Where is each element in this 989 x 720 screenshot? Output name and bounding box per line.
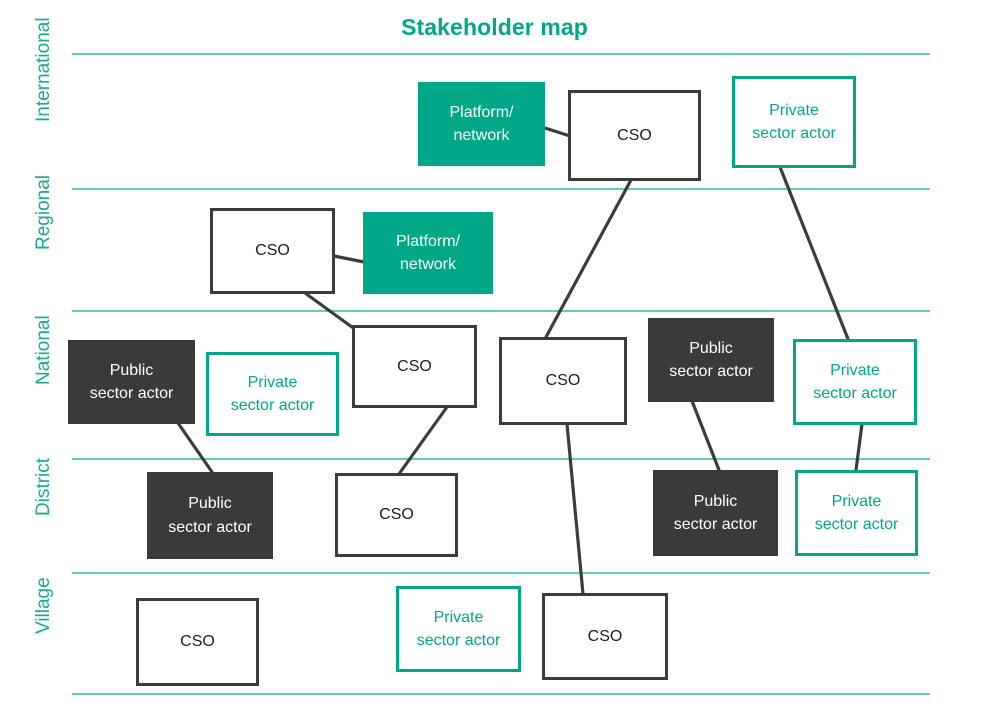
node-label-line1: CSO — [587, 627, 623, 645]
node-label-line1: Private — [433, 608, 484, 626]
node-label-line2: sector actor — [752, 125, 836, 142]
connector-n8-n13 — [397, 405, 449, 476]
node-label-line1: Public — [188, 495, 232, 513]
node-label-line1: CSO — [545, 372, 581, 390]
node-label-line1: Platform/ — [395, 232, 460, 250]
node-public-n6[interactable]: Public sector actor — [68, 340, 195, 424]
connector-n10-n14 — [690, 399, 721, 472]
node-private-n15[interactable]: Private sector actor — [795, 470, 918, 556]
node-platform-n5[interactable]: Platform/network — [363, 212, 493, 294]
connector-n4-n8 — [303, 291, 358, 332]
node-label-line1: CSO — [255, 242, 290, 260]
node-label-line1: Private — [247, 373, 298, 391]
node-cso-n13[interactable]: CSO — [335, 473, 458, 557]
connector-n2-n9 — [544, 178, 633, 339]
node-label-line2: sector actor — [416, 632, 501, 649]
node-label-line1: Public — [109, 361, 154, 379]
node-private-n3[interactable]: Private sector actor — [732, 76, 856, 168]
connector-n9-n18 — [565, 422, 585, 596]
node-public-n12[interactable]: Public sector actor — [147, 472, 273, 559]
node-cso-n4[interactable]: CSO — [210, 208, 335, 294]
node-private-n11[interactable]: Private sector actor — [793, 339, 917, 425]
node-label-line2: sector actor — [89, 385, 174, 402]
node-label-line2: sector actor — [814, 516, 899, 533]
node-cso-n16[interactable]: CSO — [136, 598, 259, 686]
connector-n11-n15 — [854, 422, 864, 472]
node-label-line1: Public — [689, 339, 733, 357]
node-public-n10[interactable]: Public sector actor — [648, 318, 774, 402]
node-label-line1: CSO — [180, 633, 215, 651]
node-cso-n9[interactable]: CSO — [499, 337, 627, 425]
node-cso-n18[interactable]: CSO — [542, 593, 668, 680]
node-label-line2: sector actor — [168, 518, 252, 536]
node-public-n14[interactable]: Public sector actor — [653, 470, 778, 556]
node-platform-n1[interactable]: Platform/network — [418, 82, 545, 166]
node-label-line1: Private — [831, 492, 882, 510]
node-label-line1: Private — [769, 101, 819, 119]
node-label-line2: sector actor — [673, 516, 758, 533]
node-label-line1: CSO — [379, 506, 414, 524]
node-label-line2: sector actor — [669, 363, 753, 380]
node-label-line1: Public — [693, 492, 738, 510]
node-label-line1: CSO — [397, 357, 432, 375]
node-label-line2: network — [453, 127, 510, 144]
connector-n1-n2 — [543, 126, 572, 138]
node-cso-n8[interactable]: CSO — [352, 325, 477, 408]
node-label-line2: network — [399, 256, 457, 273]
connector-n4-n5 — [332, 254, 366, 264]
node-label-line1: Platform/ — [449, 103, 514, 121]
node-cso-n2[interactable]: CSO — [568, 90, 701, 181]
node-private-n7[interactable]: Private sector actor — [206, 352, 339, 436]
node-label-line2: sector actor — [813, 385, 897, 402]
node-label-line1: CSO — [617, 126, 652, 144]
node-label-line2: sector actor — [230, 397, 315, 414]
node-private-n17[interactable]: Private sector actor — [396, 586, 521, 672]
connector-n3-n11 — [778, 165, 850, 341]
node-label-line1: Private — [830, 361, 880, 379]
page-title: Stakeholder map — [401, 14, 588, 40]
